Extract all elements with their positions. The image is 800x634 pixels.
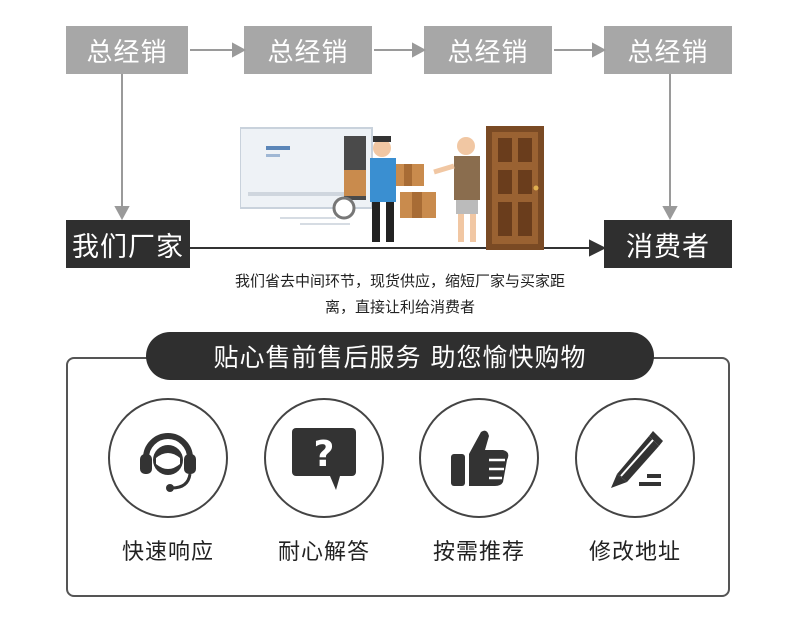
service-ring: ? — [264, 398, 384, 518]
pencil-icon — [611, 431, 663, 488]
service-banner: 贴心售前售后服务 助您愉快购物 — [146, 332, 654, 380]
thumbs-up-icon — [451, 430, 509, 486]
manufacturer-box: 我们厂家 — [66, 220, 190, 268]
service-item-recommend: 按需推荐 — [414, 398, 544, 566]
distributor-box-1: 总经销 — [66, 26, 188, 74]
caption-line-1: 我们省去中间环节，现货供应，缩短厂家与买家距 — [234, 272, 565, 290]
flow-caption: 我们省去中间环节，现货供应，缩短厂家与买家距 离，直接让利给消费者 — [190, 268, 610, 320]
service-ring — [108, 398, 228, 518]
service-ring — [575, 398, 695, 518]
service-label: 修改地址 — [588, 540, 681, 565]
service-item-change-address: 修改地址 — [570, 398, 700, 566]
distributor-box-4: 总经销 — [604, 26, 732, 74]
svg-text:?: ? — [314, 434, 335, 475]
service-item-quick-response: 快速响应 — [103, 398, 233, 566]
service-label: 按需推荐 — [432, 540, 525, 565]
service-ring — [419, 398, 539, 518]
service-item-patient-answers: ? 耐心解答 — [259, 398, 389, 566]
delivery-illustration — [240, 126, 544, 250]
distributor-box-3: 总经销 — [424, 26, 552, 74]
service-label: 耐心解答 — [277, 540, 370, 565]
headset-icon — [140, 433, 196, 492]
question-bubble-icon: ? — [292, 428, 356, 490]
caption-line-2: 离，直接让利给消费者 — [324, 298, 475, 316]
service-label: 快速响应 — [121, 540, 214, 565]
consumer-box: 消费者 — [604, 220, 732, 268]
distributor-box-2: 总经销 — [244, 26, 372, 74]
